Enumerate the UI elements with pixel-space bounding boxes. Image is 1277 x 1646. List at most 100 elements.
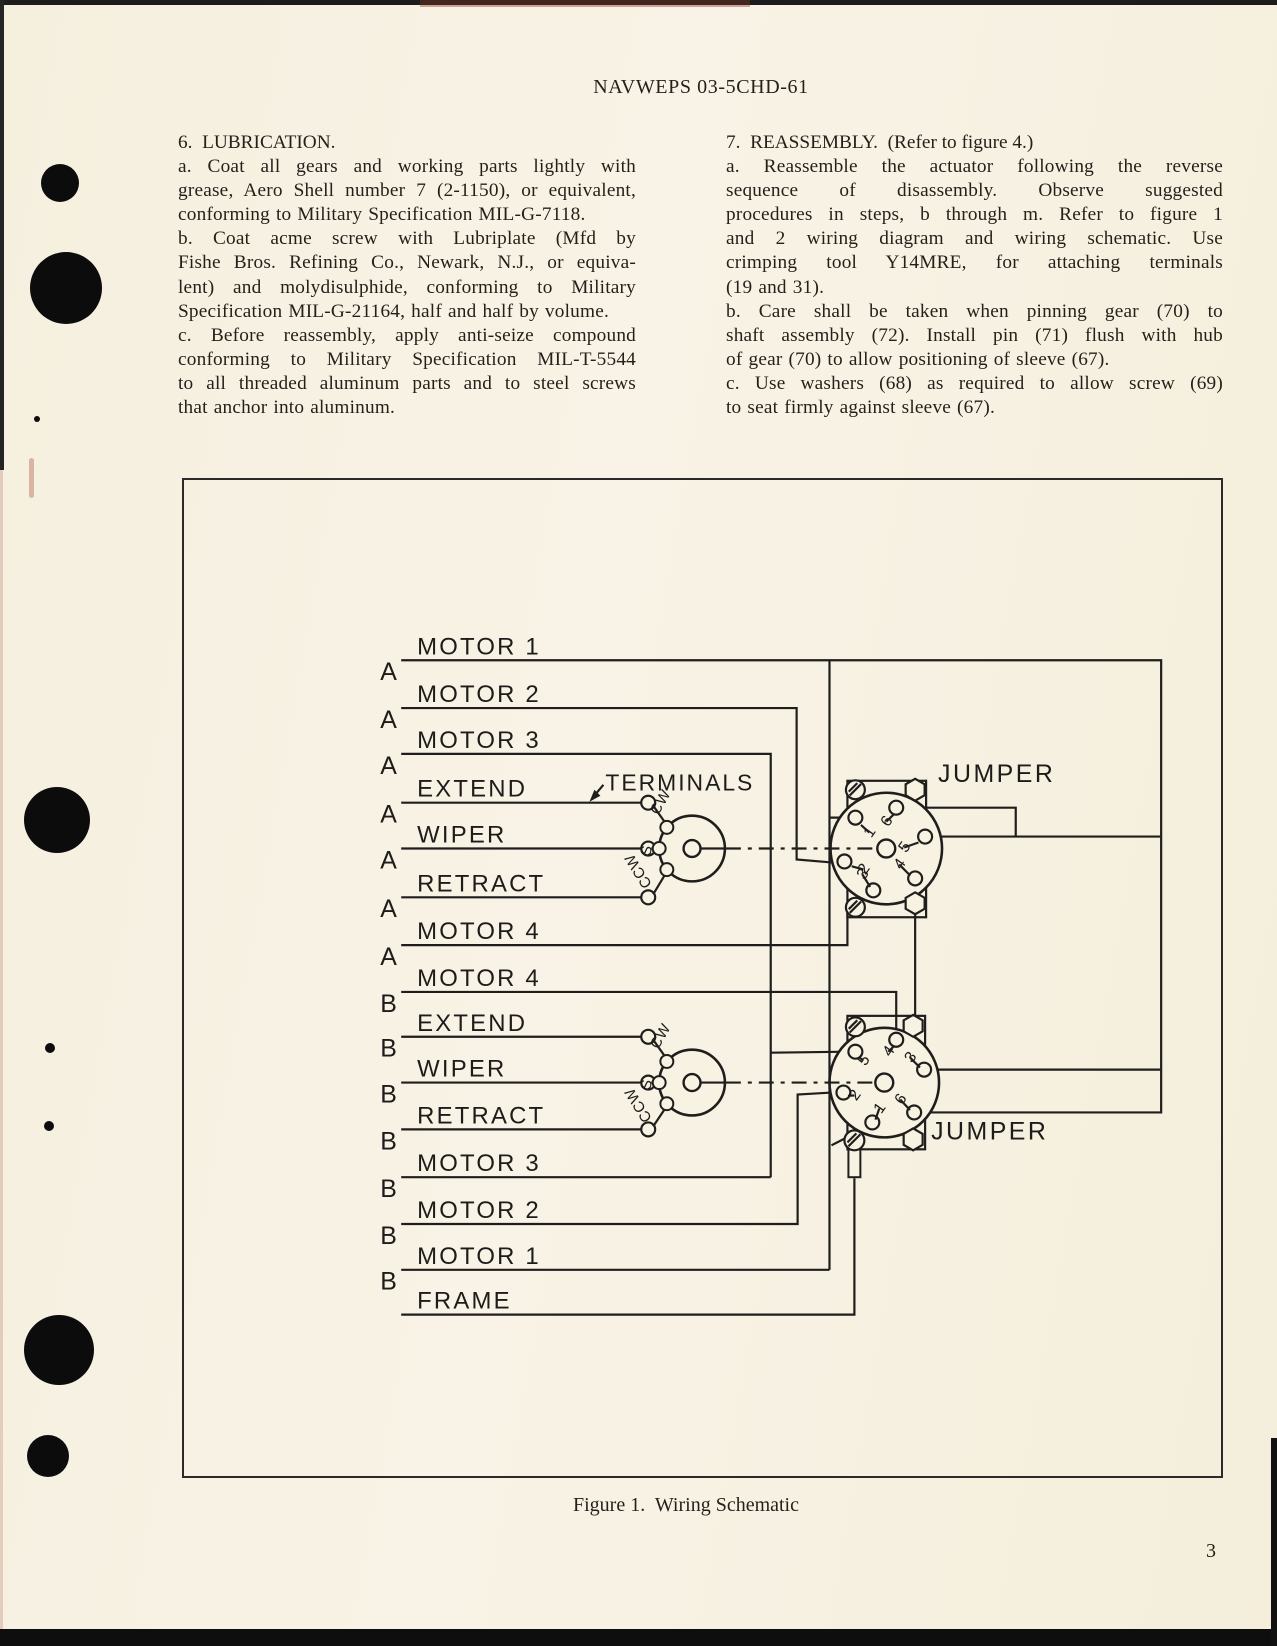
binder-hole-mark (27, 1435, 69, 1477)
terminal-circle (640, 1121, 657, 1138)
row-label: MOTOR 3 (417, 727, 541, 754)
text-line: conforming to Military Specification MIL… (178, 204, 586, 226)
row-prefix-label: B (380, 1175, 397, 1203)
terminal-diagonal (652, 805, 667, 824)
row-label: WIPER (417, 822, 506, 849)
connector-pin (847, 1043, 864, 1060)
text-line: c. Before reassembly, apply anti-seize c… (178, 324, 636, 346)
pot-slider-label: S (637, 1078, 656, 1091)
binder-hole-mark (44, 1121, 54, 1131)
row-label: RETRACT (417, 870, 545, 897)
scan-edge-top (0, 0, 1277, 5)
row-label: MOTOR 1 (417, 1243, 541, 1270)
text-line: procedures in steps, b through m. Refer … (726, 204, 1223, 226)
text-line: b. Care shall be taken when pinning gear… (726, 300, 1223, 322)
row-wire (770, 1050, 848, 1054)
hex-nut-icon (902, 1013, 924, 1039)
pot-terminal-bump (659, 1096, 675, 1112)
scan-edge-left (0, 0, 4, 470)
row-wire (401, 990, 898, 1032)
text-line: that anchor into aluminum. (178, 397, 396, 419)
binder-hole-mark (34, 416, 40, 422)
reassembly-paragraphs: a. Reassemble the actuator following the… (726, 155, 1223, 420)
row-label: WIPER (417, 1056, 506, 1083)
lubrication-paragraphs: a. Coat all gears and working parts ligh… (178, 155, 636, 420)
section-heading-lubrication: 6. LUBRICATION. (178, 132, 336, 153)
row-prefix-label: B (380, 1222, 397, 1250)
scan-edge-smear (420, 0, 750, 7)
row-wire (401, 1178, 856, 1316)
pin-tick (860, 824, 871, 834)
row-prefix-label: A (380, 846, 397, 874)
pot-terminal-bump (659, 862, 675, 878)
row-label: MOTOR 2 (417, 1197, 541, 1224)
pin-tick (909, 1056, 921, 1069)
text-line: lent) and molydisulphide, conforming to … (178, 276, 636, 298)
hex-nut-icon (904, 777, 926, 802)
hex-nut-icon (904, 891, 926, 916)
figure-caption: Figure 1. Wiring Schematic (572, 1494, 799, 1516)
row-wire (401, 1091, 832, 1226)
pin-tick (874, 1108, 881, 1120)
text-line: (19 and 31). (726, 276, 825, 298)
row-prefix-label: B (380, 990, 397, 1018)
pin-tick (898, 863, 912, 877)
text-line: to seat firmly against sleeve (67). (726, 397, 996, 419)
screw-slot (847, 899, 859, 910)
terminal-circle (640, 1028, 657, 1045)
text-line: c. Use washers (68) as required to allow… (726, 372, 1223, 394)
connector-pin (835, 1084, 852, 1101)
reassembly-paragraph: a. Reassemble the actuator following the… (726, 155, 1223, 300)
connector-pin (917, 828, 934, 845)
terminal-circle (640, 794, 657, 811)
terminal-diagonal (652, 1039, 667, 1058)
pin-tick (899, 1098, 911, 1111)
screw-slot (848, 900, 862, 914)
text-line: crimping tool Y14MRE, for attaching term… (726, 252, 1223, 274)
reassembly-paragraph: b. Care shall be taken when pinning gear… (726, 300, 1223, 372)
text-line: sequence of disassembly. Observe suggest… (726, 180, 1223, 202)
text-line: a. Coat all gears and working parts ligh… (178, 156, 636, 178)
row-prefix-label: A (380, 706, 397, 734)
pot-terminal-bump (659, 1053, 675, 1069)
row-prefix-label: A (380, 943, 397, 971)
pin-tick (861, 873, 872, 888)
row-label: EXTEND (417, 776, 527, 803)
pot-shaft-hole (682, 1072, 702, 1093)
pot-terminal-bump (659, 819, 675, 835)
pot-terminal-bump (651, 1075, 667, 1091)
terminal-diagonal (652, 1107, 667, 1128)
binder-hole-mark (45, 1043, 55, 1053)
row-label: RETRACT (417, 1102, 545, 1129)
terminal-diagonal (652, 873, 667, 895)
connector-center-hole (876, 838, 897, 859)
text-line: Fishe Bros. Refining Co., Newark, N.J., … (178, 252, 636, 274)
row-label: MOTOR 4 (417, 918, 541, 945)
scan-edge-left-lower (0, 470, 3, 1646)
screw-slot (847, 1019, 859, 1030)
pin-tick (851, 865, 864, 871)
row-wire (401, 659, 1163, 1114)
screw-slot (847, 1133, 862, 1148)
pin-tick (903, 841, 919, 849)
row-label: MOTOR 1 (417, 633, 541, 660)
screw-slot (848, 783, 862, 797)
lubrication-paragraph: a. Coat all gears and working parts ligh… (178, 155, 636, 227)
row-prefix-label: A (380, 658, 397, 686)
text-line: conforming to Military Specification MIL… (178, 348, 636, 370)
row-label: EXTEND (417, 1010, 527, 1037)
row-label: MOTOR 4 (417, 965, 541, 992)
pot-cw-label: CW (647, 1020, 675, 1051)
lubrication-paragraph: c. Before reassembly, apply anti-seize c… (178, 324, 636, 420)
screw-slot (847, 782, 859, 793)
row-prefix-label: A (380, 752, 397, 780)
row-label: MOTOR 2 (417, 681, 541, 708)
connector-pin (847, 809, 864, 826)
jumper-label: JUMPER (931, 1117, 1048, 1145)
scan-red-streak (29, 458, 34, 498)
lubrication-paragraph: b. Coat acme screw with Lubriplate (Mfd … (178, 227, 636, 323)
text-line: shaft assembly (72). Install pin (71) fl… (726, 324, 1223, 346)
pin-tick (887, 1045, 895, 1053)
